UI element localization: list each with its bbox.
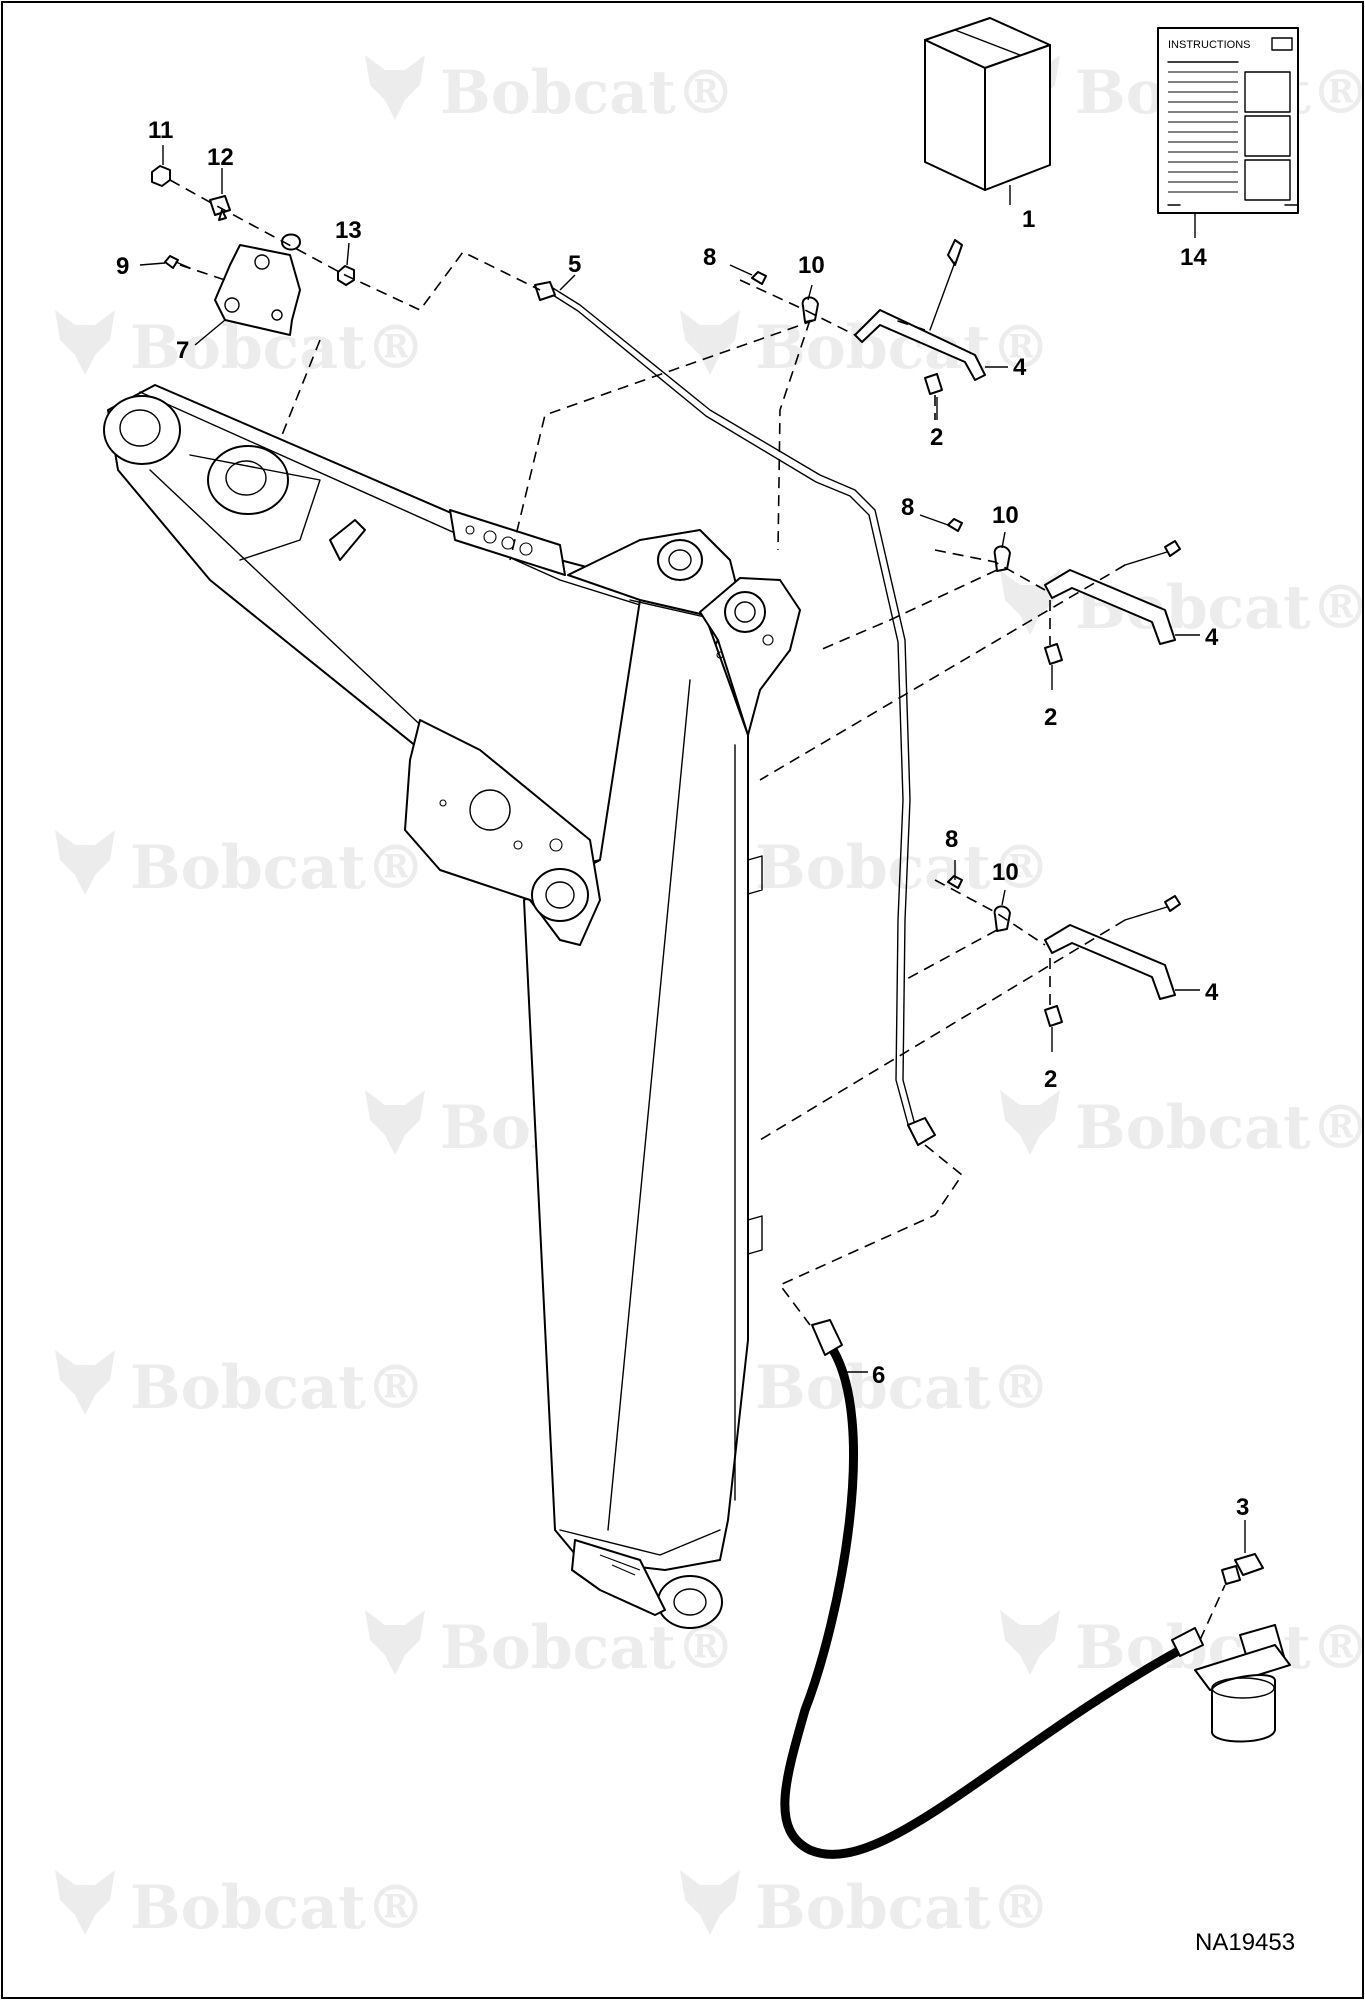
callout-13: 13 bbox=[335, 217, 362, 244]
bobcat-logo-icon bbox=[365, 1610, 425, 1675]
bobcat-logo-icon bbox=[55, 1870, 115, 1935]
watermark-brand-text: Bobcat® bbox=[755, 1353, 1051, 1423]
callout-10-top: 10 bbox=[798, 252, 825, 279]
callout-5: 5 bbox=[568, 251, 581, 278]
callout-14: 14 bbox=[1180, 244, 1207, 271]
callout-7: 7 bbox=[176, 337, 189, 364]
hardware-12-fitting bbox=[209, 195, 231, 221]
mounting-plate bbox=[214, 233, 301, 336]
watermark-brand-text: Bobcat® bbox=[440, 58, 736, 128]
callout-labels: 11 12 13 9 7 5 8 10 2 4 1 14 8 10 2 4 8 … bbox=[116, 117, 1295, 1956]
bobcat-watermark: Bobcat® bbox=[365, 55, 736, 128]
callout-6: 6 bbox=[872, 1362, 885, 1389]
callout-4-middle: 4 bbox=[1205, 624, 1219, 651]
bobcat-logo-icon bbox=[55, 1350, 115, 1415]
callout-leaders bbox=[139, 145, 1246, 1553]
bobcat-logo-icon bbox=[680, 1870, 740, 1935]
callout-8-middle: 8 bbox=[901, 494, 914, 521]
bobcat-logo-icon bbox=[55, 310, 115, 375]
bobcat-logo-icon bbox=[1000, 1610, 1060, 1675]
callout-11: 11 bbox=[148, 117, 173, 144]
watermark-brand-text: Bobcat® bbox=[130, 1873, 426, 1943]
watermark-brand-text: Bobcat® bbox=[130, 1353, 426, 1423]
document-id: NA19453 bbox=[1195, 1929, 1295, 1956]
remote-grease-fitting bbox=[1194, 1553, 1291, 1743]
bobcat-watermark: Bobcat® bbox=[1000, 1090, 1365, 1163]
excavator-arm bbox=[103, 384, 801, 1629]
hose-assembly bbox=[780, 1319, 1204, 1859]
callout-1: 1 bbox=[1022, 206, 1035, 233]
bracket-set-1 bbox=[751, 239, 986, 395]
watermark-brand-text: Bobcat® bbox=[1075, 1093, 1365, 1163]
bobcat-logo-icon bbox=[55, 830, 115, 895]
callout-2-top: 2 bbox=[930, 424, 943, 451]
callout-3: 3 bbox=[1236, 1494, 1249, 1521]
callout-2-middle: 2 bbox=[1044, 704, 1057, 731]
watermark-brand-text: Bobcat® bbox=[755, 833, 1051, 903]
bracket-set-3 bbox=[947, 875, 1181, 1027]
bobcat-logo-icon bbox=[365, 1090, 425, 1155]
callout-8-top: 8 bbox=[703, 244, 716, 271]
instructions-title: INSTRUCTIONS bbox=[1168, 39, 1251, 51]
callout-2-bottom: 2 bbox=[1044, 1066, 1057, 1093]
callout-4-bottom: 4 bbox=[1205, 979, 1219, 1006]
bobcat-watermark: Bobcat® bbox=[680, 310, 1051, 383]
assembly-dashed-lines bbox=[169, 179, 1226, 1641]
watermark-brand-text: Bobcat® bbox=[755, 1873, 1051, 1943]
instructions-sheet: INSTRUCTIONS bbox=[1157, 27, 1299, 214]
bracket-set-2 bbox=[947, 518, 1181, 665]
hardware-9-bolt bbox=[164, 255, 191, 269]
callout-12: 12 bbox=[207, 144, 234, 171]
bobcat-logo-icon bbox=[680, 310, 740, 375]
watermark-brand-text: Bobcat® bbox=[130, 833, 426, 903]
bobcat-watermark: Bobcat® bbox=[55, 1870, 426, 1943]
callout-8-bottom: 8 bbox=[945, 826, 958, 853]
grease-tube bbox=[534, 281, 936, 1146]
bobcat-watermark: Bobcat® bbox=[55, 1350, 426, 1423]
bobcat-logo-icon bbox=[365, 55, 425, 120]
bobcat-watermark: Bobcat® bbox=[55, 830, 426, 903]
callout-4-top: 4 bbox=[1013, 354, 1027, 381]
hardware-11-nut bbox=[151, 165, 171, 187]
bobcat-watermark: Bobcat® bbox=[680, 1870, 1051, 1943]
bobcat-watermarks: Bobcat® Bobcat® Bobcat® Bobcat® Bobcat® Bobca… bbox=[55, 55, 1365, 1943]
bobcat-logo-icon bbox=[1000, 1090, 1060, 1155]
callout-9: 9 bbox=[116, 253, 129, 280]
kit-box bbox=[924, 17, 1051, 191]
callout-10-bottom: 10 bbox=[992, 859, 1019, 886]
callout-10-middle: 10 bbox=[992, 502, 1019, 529]
bobcat-logo-icon bbox=[1000, 570, 1060, 635]
